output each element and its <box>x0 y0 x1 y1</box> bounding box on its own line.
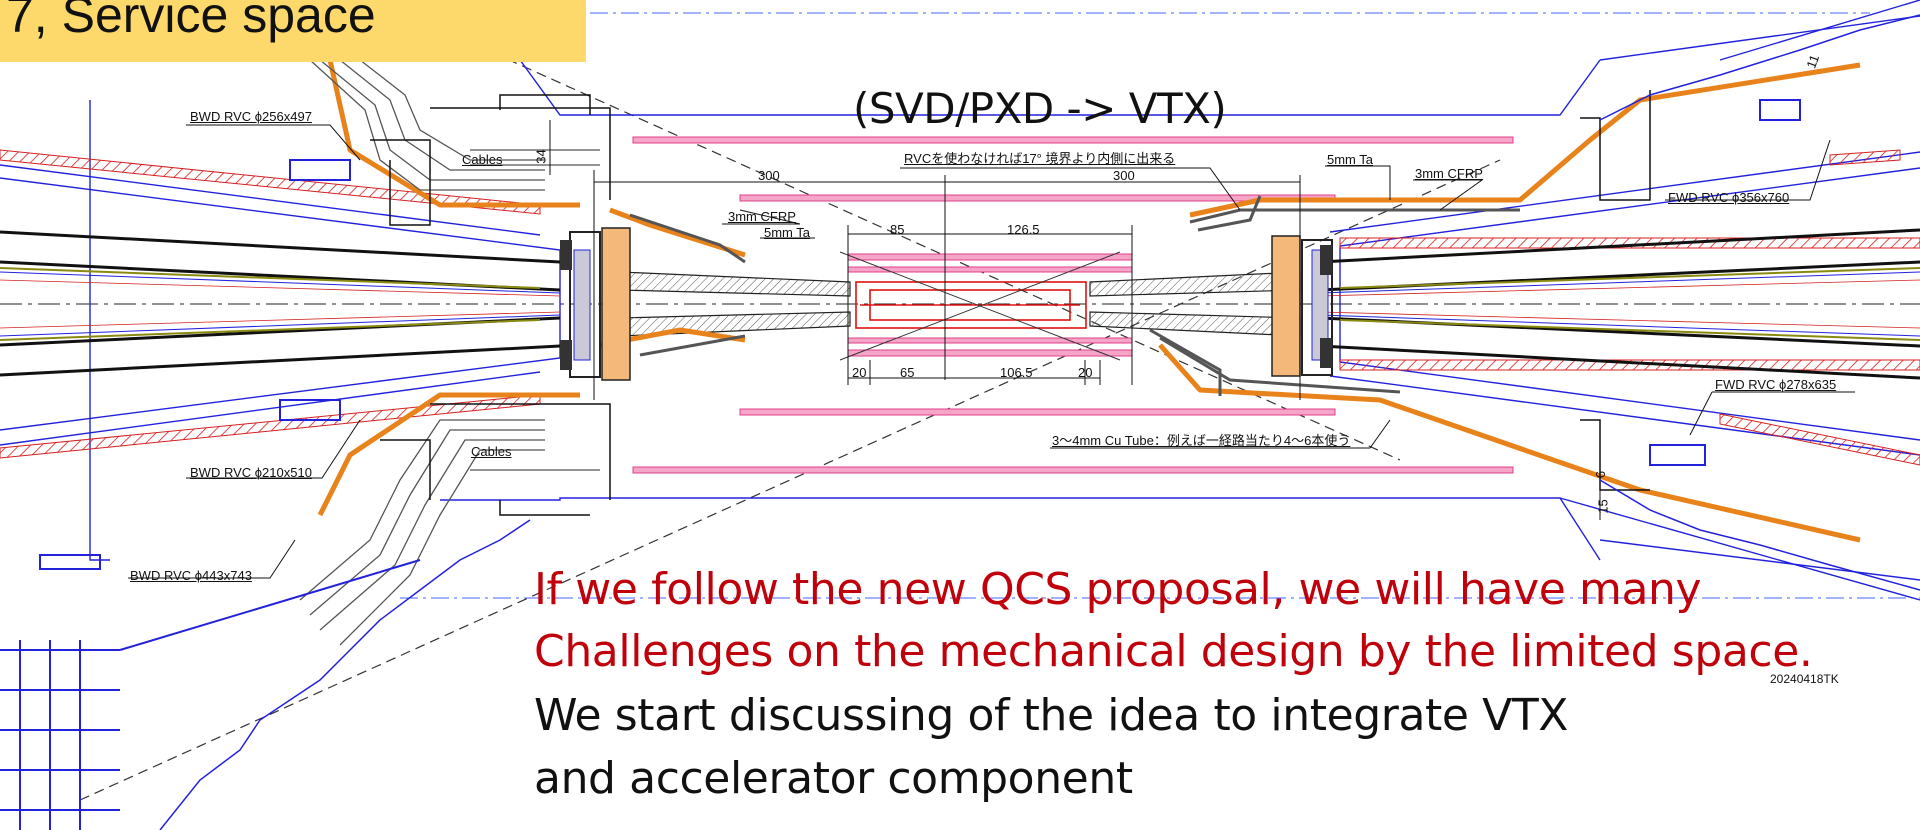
dim-300-left: 300 <box>758 168 780 183</box>
qc-blue-lines <box>0 271 1920 337</box>
dim-300-right: 300 <box>1113 168 1135 183</box>
slide-title: 7, Service space <box>6 0 376 43</box>
note-line-2: and accelerator component <box>534 753 1133 804</box>
label-bwd-rvc-1: BWD RVC ϕ256x497 <box>190 109 312 124</box>
label-bwd-rvc-2: BWD RVC ϕ210x510 <box>190 465 312 480</box>
label-fwd-rvc-1: FWD RVC ϕ356x760 <box>1668 190 1790 205</box>
cable-bundle-bottom <box>299 419 600 646</box>
label-ta-left: 5mm Ta <box>764 225 810 240</box>
date-stamp: 20240418TK <box>1770 672 1839 686</box>
label-cfrp-right: 3mm CFRP <box>1415 166 1483 181</box>
slide-title-box: 7, Service space <box>0 0 586 62</box>
yellow-coils <box>0 267 1920 341</box>
label-cfrp-left: 3mm CFRP <box>728 209 796 224</box>
stair-structure <box>159 14 1920 830</box>
qc-thin-lines <box>0 279 1920 329</box>
boundary-17deg-b <box>419 19 1401 461</box>
housing <box>370 90 1651 516</box>
cfrp-layers <box>629 195 1520 396</box>
label-ta-right: 5mm Ta <box>1327 152 1373 167</box>
flange-right <box>1271 235 1333 377</box>
note-line-1: We start discussing of the idea to integ… <box>534 690 1569 741</box>
central-beampipe <box>855 281 1087 329</box>
dim-65: 65 <box>900 365 915 380</box>
ta-shields <box>317 59 1861 543</box>
label-bwd-rvc-3: BWD RVC ϕ443x743 <box>130 568 252 583</box>
vtx-layers <box>632 136 1514 474</box>
beam-crossing <box>839 251 1121 361</box>
label-cu-tube: 3〜4mm Cu Tube：例えば一経路当たり4〜6本使う <box>1052 433 1351 448</box>
dim-85: 85 <box>890 222 905 237</box>
outer-envelope <box>0 0 1920 601</box>
cable-bundle-top <box>309 59 600 191</box>
dim-20-right: 20 <box>1078 365 1093 380</box>
slide-subtitle: (SVD/PXD -> VTX) <box>853 84 1227 133</box>
accelerator-beampipes <box>0 149 1920 466</box>
label-cables-top: Cables <box>462 152 503 167</box>
dim-15: 15 <box>1595 499 1611 514</box>
dimension-lines <box>549 120 1601 520</box>
label-rvc-note: RVCを使わなければ17° 境界より内側に出来る <box>904 151 1176 166</box>
dim-106-5: 106.5 <box>1000 365 1033 380</box>
label-fwd-rvc-2: FWD RVC ϕ278x635 <box>1715 377 1837 392</box>
message-line-1: If we follow the new QCS proposal, we wi… <box>534 564 1702 615</box>
label-cables-bottom: Cables <box>471 444 512 459</box>
message-line-2: Challenges on the mechanical design by t… <box>534 626 1813 677</box>
dim-6: 6 <box>1593 470 1609 479</box>
dim-34: 34 <box>533 149 549 164</box>
dim-126-5: 126.5 <box>1007 222 1040 237</box>
hardware-clusters <box>0 99 1801 830</box>
flange-left <box>560 227 631 381</box>
leader-lines <box>128 124 1855 579</box>
dim-20-left: 20 <box>852 365 867 380</box>
boundary-17deg-a <box>79 159 1501 801</box>
